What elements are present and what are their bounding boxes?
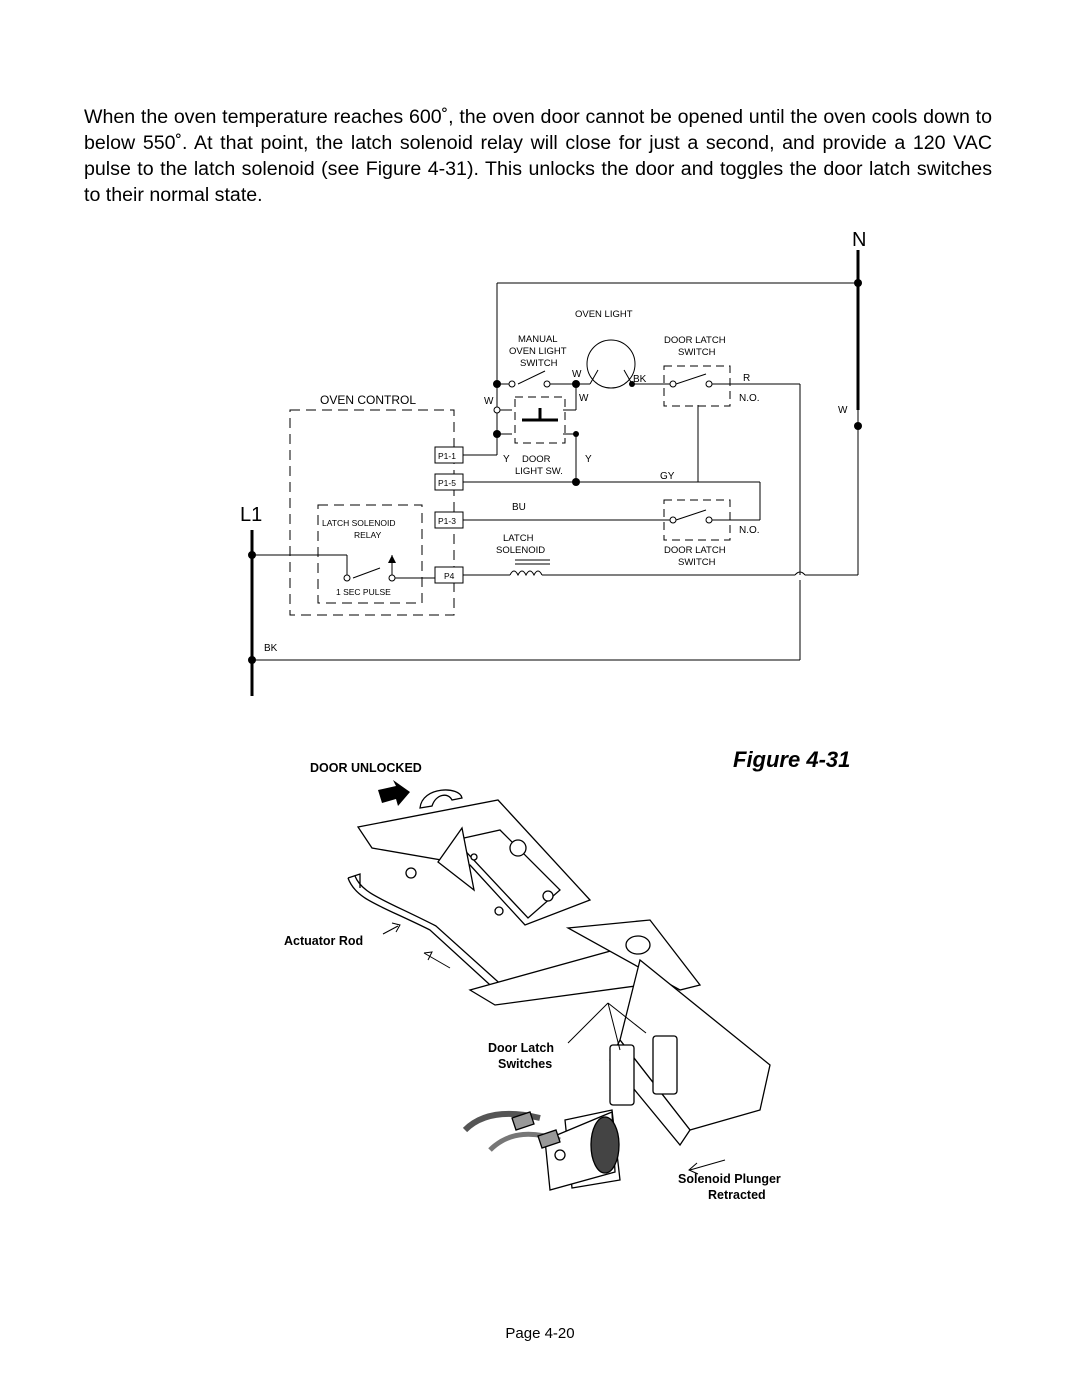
wire-r: R [743,373,750,384]
pin-p1-3: P1-3 [438,516,456,526]
pin-p1-1: P1-1 [438,451,456,461]
pin-p1-5: P1-5 [438,478,456,488]
figure-caption: Figure 4-31 [733,747,850,772]
no-label-top: N.O. [739,393,760,404]
relay-line2: RELAY [354,530,382,540]
solenoid-line2: SOLENOID [496,545,545,556]
door-latch-top-line2: SWITCH [678,347,716,358]
door-unlocked-label: DOOR UNLOCKED [310,761,422,775]
wire-w-1: W [572,369,582,380]
wire-w-2: W [484,396,494,407]
door-latch-switches-line2: Switches [498,1057,552,1071]
solenoid-plunger-line2: Retracted [708,1188,766,1202]
pulse-label: 1 SEC PULSE [336,587,391,597]
relay-line1: LATCH SOLENOID [322,518,396,528]
manual-switch-line2: OVEN LIGHT [509,346,567,357]
wiring-schematic: N L1 OVEN LIGHT MANUAL OVEN LIGHT SWITCH… [240,229,866,696]
door-light-sw-line2: LIGHT SW. [515,466,563,477]
wire-gy: GY [660,471,675,482]
l1-label: L1 [240,504,262,526]
direction-arrow-icon [378,780,410,806]
n-label: N [852,229,866,251]
oven-light-label: OVEN LIGHT [575,309,633,320]
manual-switch-line3: SWITCH [520,358,558,369]
latch-bracket [347,789,771,1191]
wire-w-3: W [579,393,589,404]
page-number: Page 4-20 [505,1325,575,1342]
door-latch-bottom-line1: DOOR LATCH [664,545,726,556]
door-latch-bottom-line2: SWITCH [678,557,716,568]
wire-bu: BU [512,502,526,513]
solenoid-plunger-line1: Solenoid Plunger [678,1172,781,1186]
door-light-sw-line1: DOOR [522,454,551,465]
body-paragraph: When the oven temperature reaches 600˚, … [84,106,992,206]
pin-p4: P4 [444,571,455,581]
wire-w-right: W [838,405,848,416]
oven-control-label: OVEN CONTROL [320,393,416,407]
no-label-bottom: N.O. [739,525,760,536]
door-latch-top-line1: DOOR LATCH [664,335,726,346]
actuator-rod-label: Actuator Rod [284,934,363,948]
wire-bk-top: BK [633,374,647,385]
wire-y-1: Y [503,454,510,465]
wire-bk-bottom: BK [264,643,278,654]
door-latch-switches-line1: Door Latch [488,1041,554,1055]
manual-switch-line1: MANUAL [518,334,558,345]
solenoid-line1: LATCH [503,533,534,544]
wire-y-2: Y [585,454,592,465]
